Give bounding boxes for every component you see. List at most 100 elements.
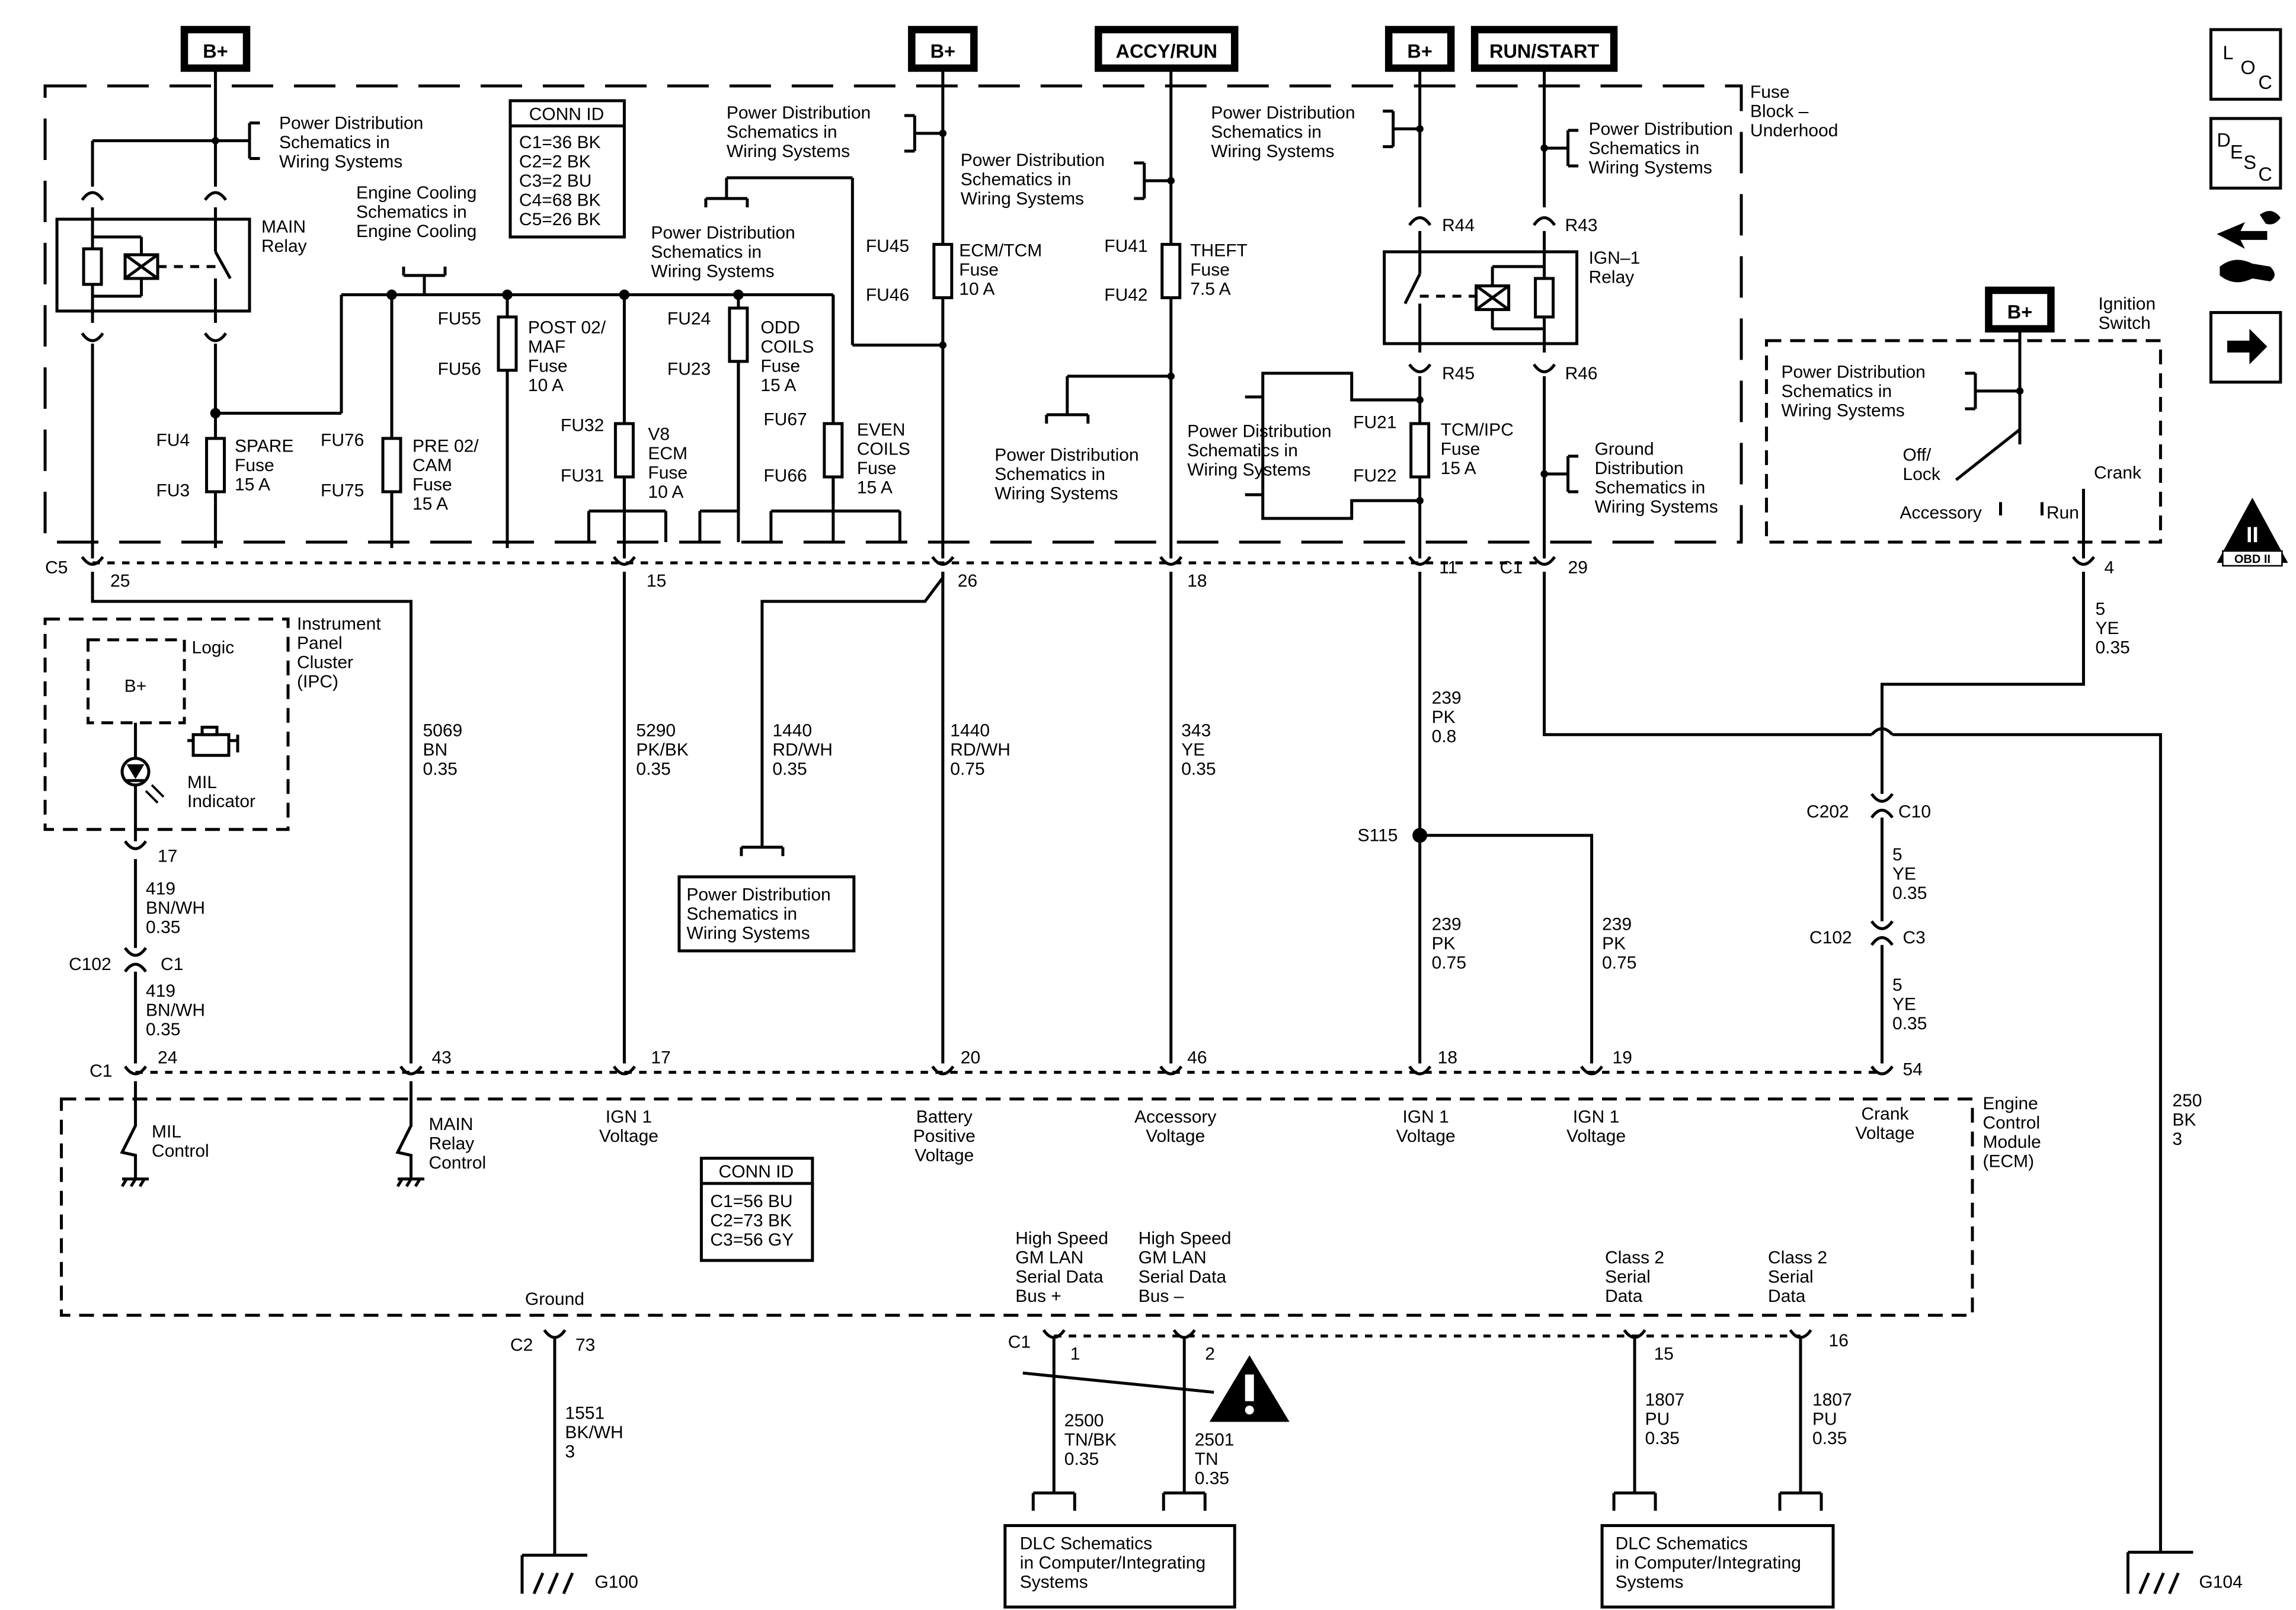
ref-line: Schematics in [1782, 382, 1892, 401]
instrument-panel-cluster: Instrument Panel Cluster (IPC) Logic B+ … [43, 614, 381, 866]
ref-line: Schematics in [1187, 441, 1298, 460]
obd-ii-icon: II OBD II [2217, 497, 2288, 567]
ipc-title: Instrument [297, 614, 381, 633]
source-label: B+ [203, 40, 228, 62]
pin-number: 20 [961, 1048, 980, 1068]
wire-size: 0.35 [1892, 1014, 1927, 1033]
ref-line: Power Distribution [279, 113, 423, 133]
ignition-switch-title: Ignition [2098, 294, 2156, 313]
power-dist-ref-5: Power Distribution Schematics in Wiring … [994, 372, 1175, 503]
ipc-title: Panel [297, 633, 343, 653]
relay-pin: R43 [1565, 216, 1598, 235]
wire-labels: 5069 BN 0.35 5290 PK/BK 0.35 1440 RD/WH … [146, 599, 2202, 1488]
pin-label: IGN 1 [1402, 1108, 1448, 1127]
ecm-title-line: Control [1982, 1113, 2040, 1133]
fuse-id: FU32 [561, 415, 604, 435]
source-label: RUN/START [1489, 40, 1599, 62]
wire-circuit: 2500 [1064, 1411, 1104, 1430]
splice-dot [1412, 828, 1428, 843]
loc-letter: C [2258, 72, 2272, 93]
switch-position: Crank [2094, 463, 2142, 482]
main-relay: MAIN Relay [55, 68, 307, 559]
ecm-pins: 24 MIL Control 43 MAIN Relay Control 17 … [152, 1048, 1923, 1173]
pin-label: Class 2 [1605, 1248, 1664, 1267]
desc-letter: E [2230, 141, 2243, 162]
source-bplus-3: B+ [1384, 25, 1455, 72]
wrench-icon[interactable] [2217, 211, 2281, 283]
conn-id-line: C3=2 BU [519, 171, 592, 191]
wire-color: PK [1432, 708, 1456, 727]
wire-color: TN [1195, 1449, 1219, 1469]
wire-color: YE [1181, 740, 1205, 760]
ref-line: Wiring Systems [279, 152, 402, 171]
source-bplus-1: B+ [180, 25, 251, 72]
fuse-id: FU76 [321, 430, 364, 450]
fuse-even-coils: FU67 FU66 EVEN COILS Fuse 15 A [763, 409, 910, 497]
fuse-name: Fuse [412, 475, 452, 494]
switch-position: Run [2046, 503, 2079, 523]
ecm-title-line: (ECM) [1982, 1152, 2034, 1172]
ref-line: Schematics in [651, 242, 762, 262]
wire-color: PK/BK [636, 740, 688, 760]
wire-circuit: 239 [1602, 915, 1632, 934]
fuse-name: CAM [412, 456, 452, 475]
wire-color: YE [1892, 995, 1916, 1014]
wire-color: RD/WH [772, 740, 833, 760]
fuse-name: 10 A [959, 279, 994, 299]
conn-id-title: CONN ID [529, 104, 605, 124]
ref-line: DLC Schematics [1020, 1534, 1152, 1554]
pin-number: 29 [1568, 558, 1588, 577]
wire-size: 0.35 [1181, 759, 1216, 779]
conn-id-ecm: CONN ID C1=56 BU C2=73 BK C3=56 GY [699, 1157, 814, 1262]
ref-line: Power Distribution [994, 445, 1139, 465]
relay-pin: R45 [1442, 364, 1475, 383]
fuse-name: 15 A [857, 478, 893, 497]
loc-icon[interactable]: L O C [2209, 28, 2282, 101]
switch-position: Accessory [1900, 503, 1982, 523]
power-dist-ref-4: Power Distribution Schematics in Wiring … [961, 68, 1175, 559]
wire-size: 0.35 [1195, 1469, 1229, 1489]
wire-circuit: 419 [146, 981, 175, 1001]
conn-id-fuse-block: CONN ID C1=36 BK C2=2 BK C3=2 BU C4=68 B… [509, 99, 626, 239]
ref-line: Power Distribution [651, 223, 795, 242]
fuse-id: FU24 [667, 309, 711, 328]
ipc-title: Cluster [297, 652, 353, 672]
coil-feed-forks [587, 295, 901, 559]
fuse-id: FU46 [866, 285, 909, 305]
wire-color: RD/WH [950, 740, 1011, 760]
wire-circuit: 239 [1432, 688, 1462, 708]
fuse-name: Fuse [760, 356, 800, 376]
ref-line: Engine Cooling [356, 183, 477, 203]
source-label: B+ [1407, 40, 1432, 62]
ref-line: Wiring Systems [686, 924, 810, 943]
ref-line: Wiring Systems [651, 261, 774, 281]
connector-id: C1 [1500, 558, 1523, 577]
fuse-name: 15 A [235, 475, 270, 494]
wire-circuit: 343 [1181, 721, 1211, 740]
fuse-name: Fuse [648, 463, 687, 482]
next-arrow-icon[interactable] [2209, 311, 2282, 384]
ign1-relay-label: Relay [1589, 267, 1635, 287]
ref-line: Wiring Systems [1589, 158, 1712, 177]
ref-line: Wiring Systems [1782, 401, 1905, 420]
pin-label: MIL [152, 1122, 181, 1142]
fuse-odd-coils: FU24 FU23 ODD COILS Fuse 15 A [667, 306, 814, 395]
desc-icon[interactable]: D E S C [2209, 117, 2282, 190]
conn-id-title: CONN ID [719, 1162, 794, 1182]
pin-label: Crank [1862, 1105, 1910, 1124]
connector-id: C2 [510, 1336, 533, 1355]
pin-label: High Speed [1139, 1229, 1232, 1249]
ref-line: Power Distribution [686, 885, 830, 905]
fuse-name: Fuse [1441, 439, 1480, 459]
wire-size: 0.35 [772, 759, 807, 779]
connector-id: C10 [1898, 802, 1931, 822]
connector-id: C102 [69, 955, 111, 974]
ignition-switch-title: Switch [2098, 313, 2150, 333]
wire-circuit: 5 [2095, 599, 2105, 619]
wire-color: YE [2095, 619, 2119, 638]
fuse-post02: FU55 FU56 POST 02/ MAF Fuse 10 A [437, 309, 606, 395]
ecm-pin-forks [120, 1065, 1894, 1188]
ref-line: Ground [1595, 439, 1654, 459]
ref-line: Power Distribution [1589, 119, 1733, 139]
ecm-bottom-labels: Ground C2 73 High Speed GM LAN Serial Da… [510, 1229, 1849, 1364]
